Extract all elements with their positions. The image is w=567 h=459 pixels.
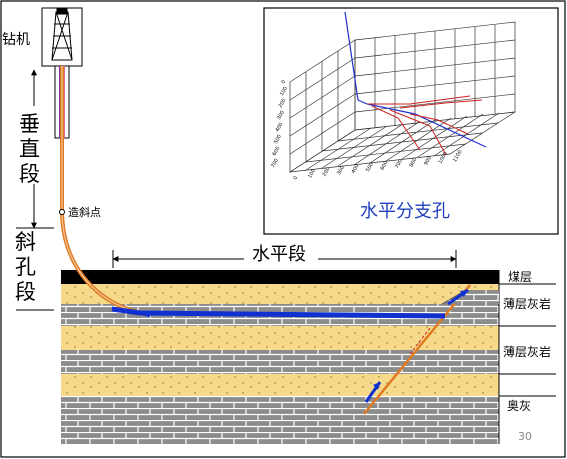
vertical-section-char: 垂 — [19, 112, 40, 136]
inset-y-tick-label: 500 — [273, 134, 283, 145]
inset-y-tick-label: 700 — [270, 158, 280, 169]
inset-y-tick-label: 0 — [281, 79, 288, 85]
inset-x-tick-label: 1000 — [438, 151, 450, 165]
inset-x-tick-label: 200 — [322, 167, 332, 178]
inset-x-tick-label: 700 — [394, 159, 404, 170]
fault-line — [363, 284, 471, 415]
thin-limestone-label: 薄层灰岩 — [503, 345, 552, 359]
inset-title: 水平分支孔 — [360, 201, 450, 222]
inclined-section-char: 段 — [15, 280, 36, 304]
thin-limestone-label: 薄层灰岩 — [503, 297, 552, 311]
rig-label: 钻机 — [2, 32, 30, 48]
dimension-lines — [16, 69, 457, 311]
inclined-section-char: 孔 — [15, 255, 36, 279]
inset-y-tick-label: 200 — [278, 98, 288, 109]
inclined-section-char: 斜 — [15, 230, 36, 254]
inset-x-tick-label: 600 — [380, 160, 390, 171]
inset-branch-holes — [344, 11, 487, 156]
kickoff-point-label: 造斜点 — [68, 206, 101, 219]
inset-x-tick-label: 100 — [307, 168, 317, 179]
well-path — [54, 65, 446, 319]
ordovician-limestone-label: 奥灰 — [507, 399, 532, 413]
inset-y-tick-label: 600 — [272, 146, 282, 157]
inset-y-tick-label: 100 — [279, 86, 289, 97]
inset-wireframe-grid — [289, 21, 516, 173]
sand-layer — [61, 374, 499, 396]
inset-x-tick-label: 900 — [423, 155, 433, 166]
strata-section — [61, 270, 556, 444]
vertical-section-char: 直 — [19, 137, 40, 161]
coal-seam-label: 煤层 — [508, 270, 533, 284]
fault-displacement-arrows — [364, 288, 469, 403]
inset-x-tick-label: 1100 — [452, 149, 464, 163]
coal-seam-layer — [61, 270, 499, 284]
limestone-layer — [61, 350, 499, 374]
inset-y-tick-label: 400 — [275, 122, 285, 133]
ordovician-limestone-layer — [61, 396, 499, 444]
inset-x-tick-label: 0 — [293, 175, 300, 181]
inset-x-tick-label: 400 — [351, 163, 361, 174]
drilling-rig-icon — [41, 7, 83, 67]
page-number: 30 — [518, 430, 532, 443]
inset-x-tick-label: 800 — [409, 157, 419, 168]
inset-y-tick-label: 300 — [276, 110, 286, 121]
horizontal-section-label: 水平段 — [246, 246, 312, 264]
sand-layer — [61, 284, 499, 304]
inset-x-tick-label: 300 — [336, 165, 346, 176]
kickoff-point-marker — [59, 209, 65, 215]
vertical-section-char: 段 — [19, 162, 40, 186]
inset-x-tick-label: 500 — [365, 162, 375, 173]
